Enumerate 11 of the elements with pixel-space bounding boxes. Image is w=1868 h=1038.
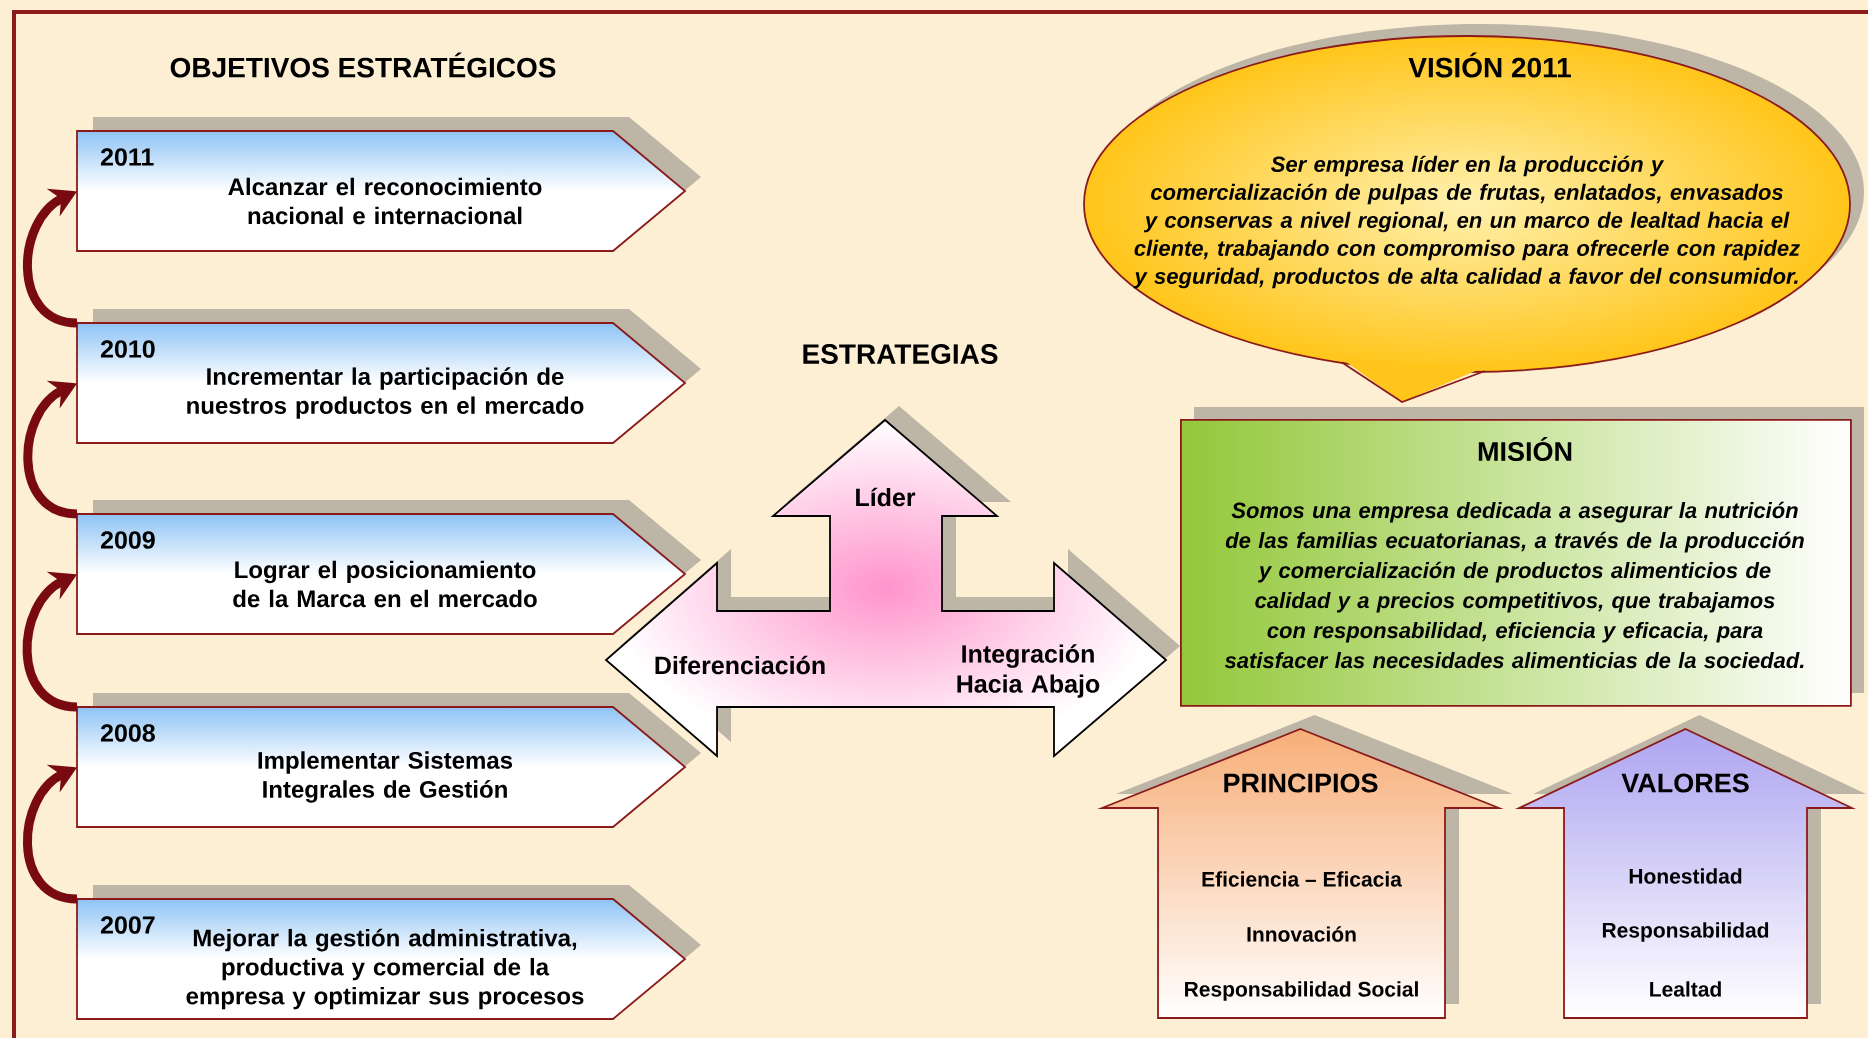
list-item: Innovación — [1247, 926, 1356, 942]
list-item: Honestidad — [1629, 868, 1742, 884]
list-item: Responsabilidad — [1602, 922, 1769, 942]
mission-box: MISIÓN Somos una empresa dedicada a asegurar la nutrición de las familias ecuatorianas, a través de la producción y comercialización de productos alimenticios de calidad y a precios competitivos, que trabajamos con responsabilidad, eficiencia y eficacia, para satisfacer las necesidades alimenticias de la sociedad. — [1180, 407, 1864, 707]
arrow-title: VALORES — [1621, 773, 1749, 793]
list-item: Lealtad — [1650, 981, 1721, 997]
arrow-title: PRINCIPIOS — [1224, 773, 1378, 793]
heading: OBJETIVOS ESTRATÉGICOS — [170, 52, 556, 78]
heading: ESTRATEGIAS — [803, 344, 998, 364]
list-item: Responsabilidad Social — [1185, 981, 1418, 1001]
list-item: Eficiencia – Eficacia — [1202, 871, 1402, 887]
